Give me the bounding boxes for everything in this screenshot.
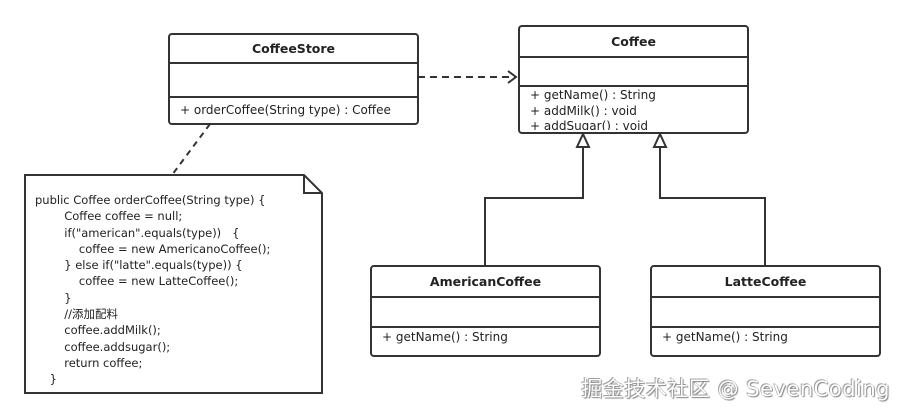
- class-attributes: [520, 58, 747, 87]
- code-note[interactable]: public Coffee orderCoffee(String type) {…: [25, 175, 323, 394]
- class-name: LatteCoffee: [652, 267, 879, 298]
- operation: + addMilk() : void: [530, 103, 637, 118]
- class-coffee-store[interactable]: CoffeeStore + orderCoffee(String type) :…: [168, 33, 419, 125]
- operation: + addSugar() : void: [530, 119, 649, 130]
- generalization-american-arrowhead: [575, 131, 591, 148]
- class-attributes: [652, 298, 879, 328]
- generalization-latte-line: [659, 146, 766, 265]
- class-operations: + orderCoffee(String type) : Coffee: [170, 98, 417, 118]
- class-operations: + getName() : String + addMilk() : void …: [520, 87, 747, 130]
- note-shape: [24, 174, 323, 394]
- operation: + getName() : String: [530, 88, 656, 102]
- class-attributes: [372, 298, 599, 328]
- generalization-american-line: [484, 146, 584, 265]
- note-link-line: [171, 123, 211, 176]
- operation: + orderCoffee(String type) : Coffee: [180, 103, 391, 117]
- class-name: CoffeeStore: [170, 35, 417, 64]
- class-attributes: [170, 64, 417, 98]
- operation: + getName() : String: [382, 330, 508, 344]
- note-code: public Coffee orderCoffee(String type) {…: [35, 193, 271, 387]
- class-name: AmericanCoffee: [372, 267, 599, 298]
- operation: + getName() : String: [662, 330, 788, 344]
- dependency-arrowhead: [507, 70, 518, 84]
- class-latte-coffee[interactable]: LatteCoffee + getName() : String: [650, 265, 881, 357]
- class-coffee[interactable]: Coffee + getName() : String + addMilk() …: [518, 25, 749, 134]
- generalization-latte-arrowhead: [652, 131, 668, 148]
- class-american-coffee[interactable]: AmericanCoffee + getName() : String: [370, 265, 601, 357]
- class-operations: + getName() : String: [372, 328, 599, 345]
- class-name: Coffee: [520, 27, 747, 58]
- watermark: 掘金技术社区 @ SevenCoding: [581, 377, 890, 401]
- class-operations: + getName() : String: [652, 328, 879, 345]
- note-fold: [303, 175, 322, 194]
